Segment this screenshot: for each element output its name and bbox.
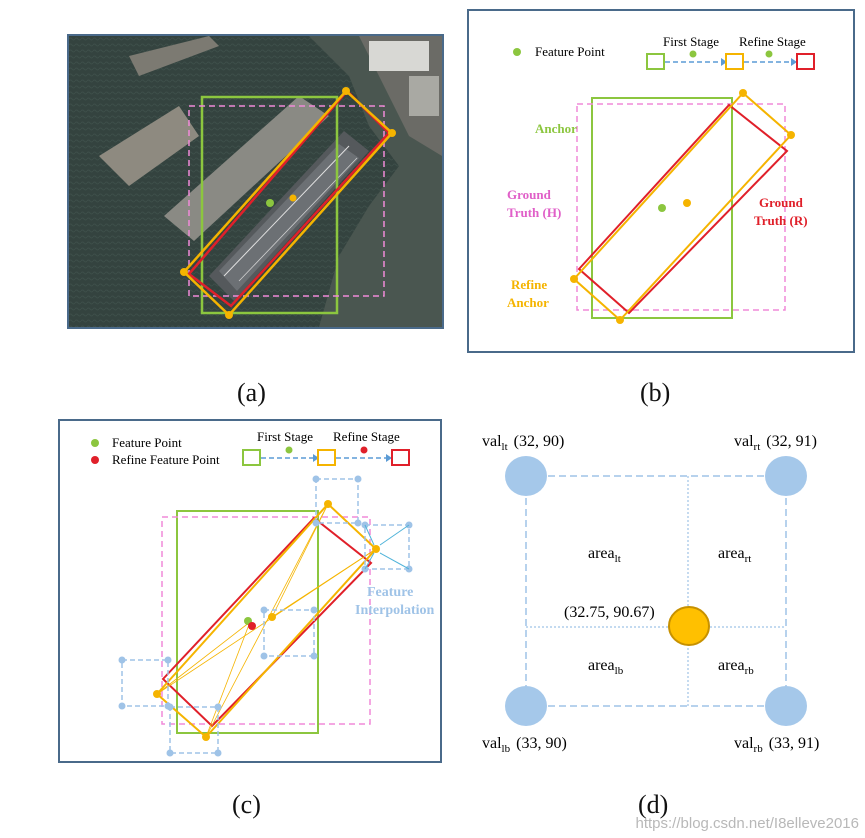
arrow-head	[386, 454, 392, 462]
val-rt-label: valrt(32, 91)	[734, 433, 817, 453]
legend-feature-dot	[91, 439, 99, 447]
caption-a: (a)	[237, 378, 266, 407]
interp-grids	[121, 478, 410, 754]
point-rb	[765, 686, 807, 726]
corner-point	[787, 131, 795, 139]
corner-point	[202, 733, 210, 741]
interp-grid-lines	[525, 475, 787, 707]
corner-point	[616, 316, 624, 324]
pier-top	[129, 36, 219, 76]
corner-point	[570, 275, 578, 283]
building-roof-2	[409, 76, 439, 116]
ground-truth-h-box	[188, 105, 385, 297]
legend-dot-refine	[765, 50, 773, 58]
refine-stage-label: Refine Stage	[333, 429, 400, 444]
anchor-box	[176, 510, 319, 734]
corner-point	[739, 89, 747, 97]
panel-c-diagram: Feature Point Refine Feature Point First…	[91, 429, 435, 757]
legend-feature-dot	[513, 48, 521, 56]
corner-point	[225, 311, 233, 319]
legend-refine-square	[725, 53, 744, 70]
legend-anchor-square	[646, 53, 665, 70]
ground-truth-r-box	[577, 103, 789, 315]
refine-feature-point	[248, 622, 256, 630]
interp-arrows	[364, 524, 410, 570]
point-rt	[765, 456, 807, 496]
arrow-head	[791, 58, 797, 66]
legend-feature-label: Feature Point	[112, 435, 182, 450]
point-lb	[505, 686, 547, 726]
legend-feature-label: Feature Point	[535, 44, 605, 59]
gt-r-label-1: Ground	[759, 195, 804, 210]
anchor-box	[200, 95, 339, 315]
caption-c: (c)	[232, 790, 261, 819]
deck-line	[223, 145, 350, 277]
sampling-lines	[156, 503, 377, 738]
gt-r-label-2: Truth (R)	[754, 213, 808, 228]
val-rb-label: valrb(33, 91)	[734, 735, 819, 755]
caption-d: (d)	[638, 790, 669, 819]
corner-point	[324, 500, 332, 508]
ground-truth-r-box	[161, 516, 373, 728]
dock	[164, 96, 329, 241]
refine-center-point	[289, 194, 297, 202]
feature-point	[266, 199, 274, 207]
arrow-head	[721, 58, 727, 66]
refine-label-2: Anchor	[507, 295, 549, 310]
ground-truth-h-box	[576, 103, 786, 311]
val-lt-label: vallt(32, 90)	[482, 433, 564, 453]
panel-d-diagram: vallt(32, 90) valrt(32, 91) vallb(33, 90…	[482, 433, 819, 755]
panel-c: Feature Point Refine Feature Point First…	[58, 419, 442, 763]
gt-h-label-1: Ground	[507, 187, 552, 202]
corner-point	[153, 690, 161, 698]
legend-gt-square	[391, 449, 410, 466]
legend-dot-refine	[360, 446, 368, 454]
ground-truth-h-box	[161, 516, 371, 725]
area-rb-label: arearb	[718, 657, 754, 677]
legend-dot-first	[285, 446, 293, 454]
point-lt	[505, 456, 547, 496]
feature-point	[658, 204, 666, 212]
val-lb-label: vallb(33, 90)	[482, 735, 567, 755]
panel-d: vallt(32, 90) valrt(32, 91) vallb(33, 90…	[460, 420, 860, 760]
refine-stage-label: Refine Stage	[739, 34, 806, 49]
refine-anchor-box	[155, 502, 378, 739]
center-cross-lines	[526, 476, 786, 706]
panel-a-image	[67, 34, 444, 329]
center-coord-label: (32.75, 90.67)	[564, 604, 655, 621]
corner-point	[180, 268, 188, 276]
corner-point	[342, 87, 350, 95]
panel-b-diagram: Feature Point First Stage Refine Stage A…	[507, 34, 815, 324]
pier-left	[99, 106, 199, 186]
legend-gt-square	[796, 53, 815, 70]
anchor-label: Anchor	[535, 121, 577, 136]
carrier-deck	[219, 144, 359, 291]
building-roof	[369, 41, 429, 71]
refine-label-1: Refine	[511, 277, 547, 292]
panel-b: Feature Point First Stage Refine Stage A…	[467, 9, 855, 353]
corner-point	[388, 129, 396, 137]
refine-center-point	[268, 613, 276, 621]
caption-b: (b)	[640, 378, 671, 407]
interp-label-2: Interpolation	[355, 603, 435, 618]
area-rt-label: areart	[718, 545, 751, 565]
legend-refine-dot	[91, 456, 99, 464]
first-stage-label: First Stage	[663, 34, 719, 49]
refine-center-point	[683, 199, 691, 207]
area-lb-label: arealb	[588, 657, 624, 677]
arrow-head	[313, 454, 319, 462]
legend-anchor-square	[242, 449, 261, 466]
legend-refine-square	[317, 449, 336, 466]
gt-h-label-2: Truth (H)	[507, 205, 561, 220]
legend-refine-label: Refine Feature Point	[112, 452, 220, 467]
first-stage-label: First Stage	[257, 429, 313, 444]
watermark: https://blog.csdn.net/I8elleve2016	[635, 815, 860, 832]
corner-point	[372, 545, 380, 553]
interp-label-1: Feature	[367, 585, 413, 600]
legend-dot-first	[689, 50, 697, 58]
center-point	[668, 606, 710, 646]
aerial-photo	[69, 36, 442, 327]
area-lt-label: arealt	[588, 545, 621, 565]
